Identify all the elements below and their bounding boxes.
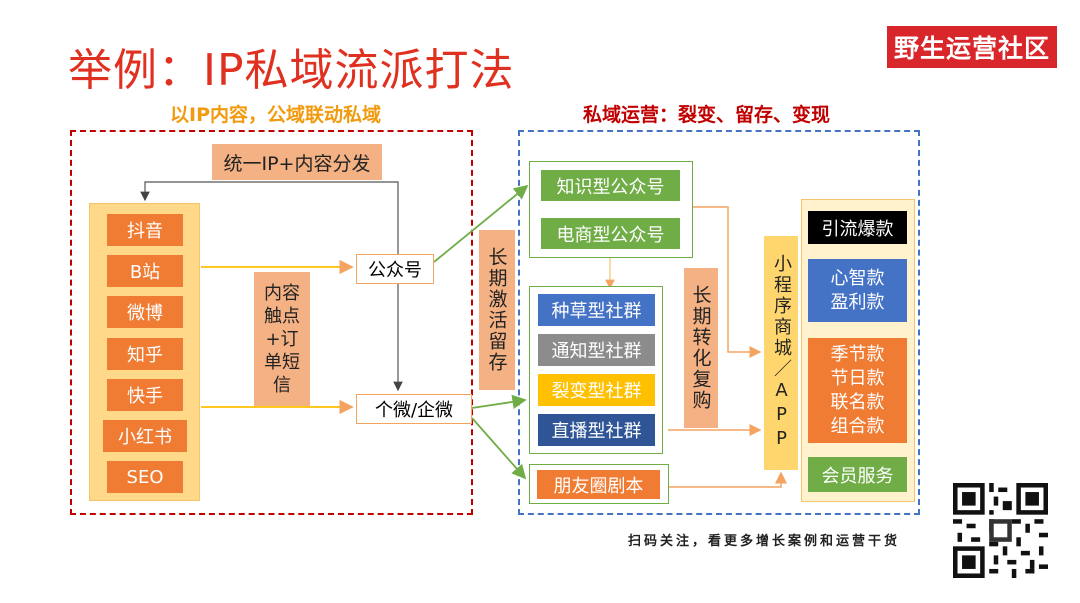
retention-label: 长期激活留存 bbox=[479, 230, 515, 390]
platform-kuaishou: 快手 bbox=[107, 379, 183, 411]
conversion-label: 长期转化复购 bbox=[684, 268, 718, 428]
platform-seo: SEO bbox=[107, 461, 183, 493]
private-domain-frame bbox=[518, 130, 920, 515]
product-smart: 心智款 盈利款 bbox=[808, 259, 907, 322]
brand-logo: 野生运营社区 bbox=[887, 26, 1057, 68]
gzh-node: 公众号 bbox=[356, 254, 434, 284]
wecom-node: 个微/企微 bbox=[356, 394, 472, 424]
platform-zhihu: 知乎 bbox=[107, 338, 183, 370]
platform-weibo: 微博 bbox=[107, 296, 183, 328]
retention-text: 长期激活留存 bbox=[485, 247, 508, 373]
product-season-line3: 联名款 bbox=[830, 391, 885, 413]
mall-text: 小程序商城／APP bbox=[771, 254, 792, 452]
knowledge-account: 知识型公众号 bbox=[541, 170, 680, 201]
conversion-text: 长期转化复购 bbox=[689, 285, 712, 411]
qr-code-icon[interactable] bbox=[953, 483, 1048, 578]
product-smart-line1: 心智款 bbox=[830, 267, 885, 289]
product-season-line4: 组合款 bbox=[830, 415, 885, 437]
group-live: 直播型社群 bbox=[538, 414, 655, 446]
footer-caption: 扫码关注，看更多增长案例和运营干货 bbox=[628, 534, 901, 549]
group-seeding: 种草型社群 bbox=[538, 294, 655, 326]
group-notice: 通知型社群 bbox=[538, 334, 655, 366]
platform-xiaohongshu: 小红书 bbox=[103, 420, 187, 452]
distribution-label: 统一IP+内容分发 bbox=[212, 144, 382, 180]
public-domain-frame bbox=[70, 130, 473, 515]
product-smart-line2: 盈利款 bbox=[830, 291, 885, 313]
product-season: 季节款 节日款 联名款 组合款 bbox=[808, 338, 907, 443]
platform-douyin: 抖音 bbox=[107, 214, 183, 246]
group-fission: 裂变型社群 bbox=[538, 374, 655, 406]
platform-bilibili: B站 bbox=[107, 255, 183, 287]
touchpoint-label: 内容触点+订单短信 bbox=[254, 272, 310, 406]
page-title: 举例：IP私域流派打法 bbox=[68, 45, 515, 96]
ecommerce-account: 电商型公众号 bbox=[541, 218, 680, 249]
product-member: 会员服务 bbox=[808, 457, 907, 492]
product-hot: 引流爆款 bbox=[808, 211, 907, 244]
moments-script: 朋友圈剧本 bbox=[537, 470, 660, 499]
product-season-line2: 节日款 bbox=[830, 367, 885, 389]
mall-node: 小程序商城／APP bbox=[764, 236, 798, 470]
product-season-line1: 季节款 bbox=[830, 343, 885, 365]
right-subtitle: 私域运营：裂变、留存、变现 bbox=[583, 104, 831, 126]
left-subtitle: 以IP内容，公域联动私域 bbox=[170, 104, 381, 126]
